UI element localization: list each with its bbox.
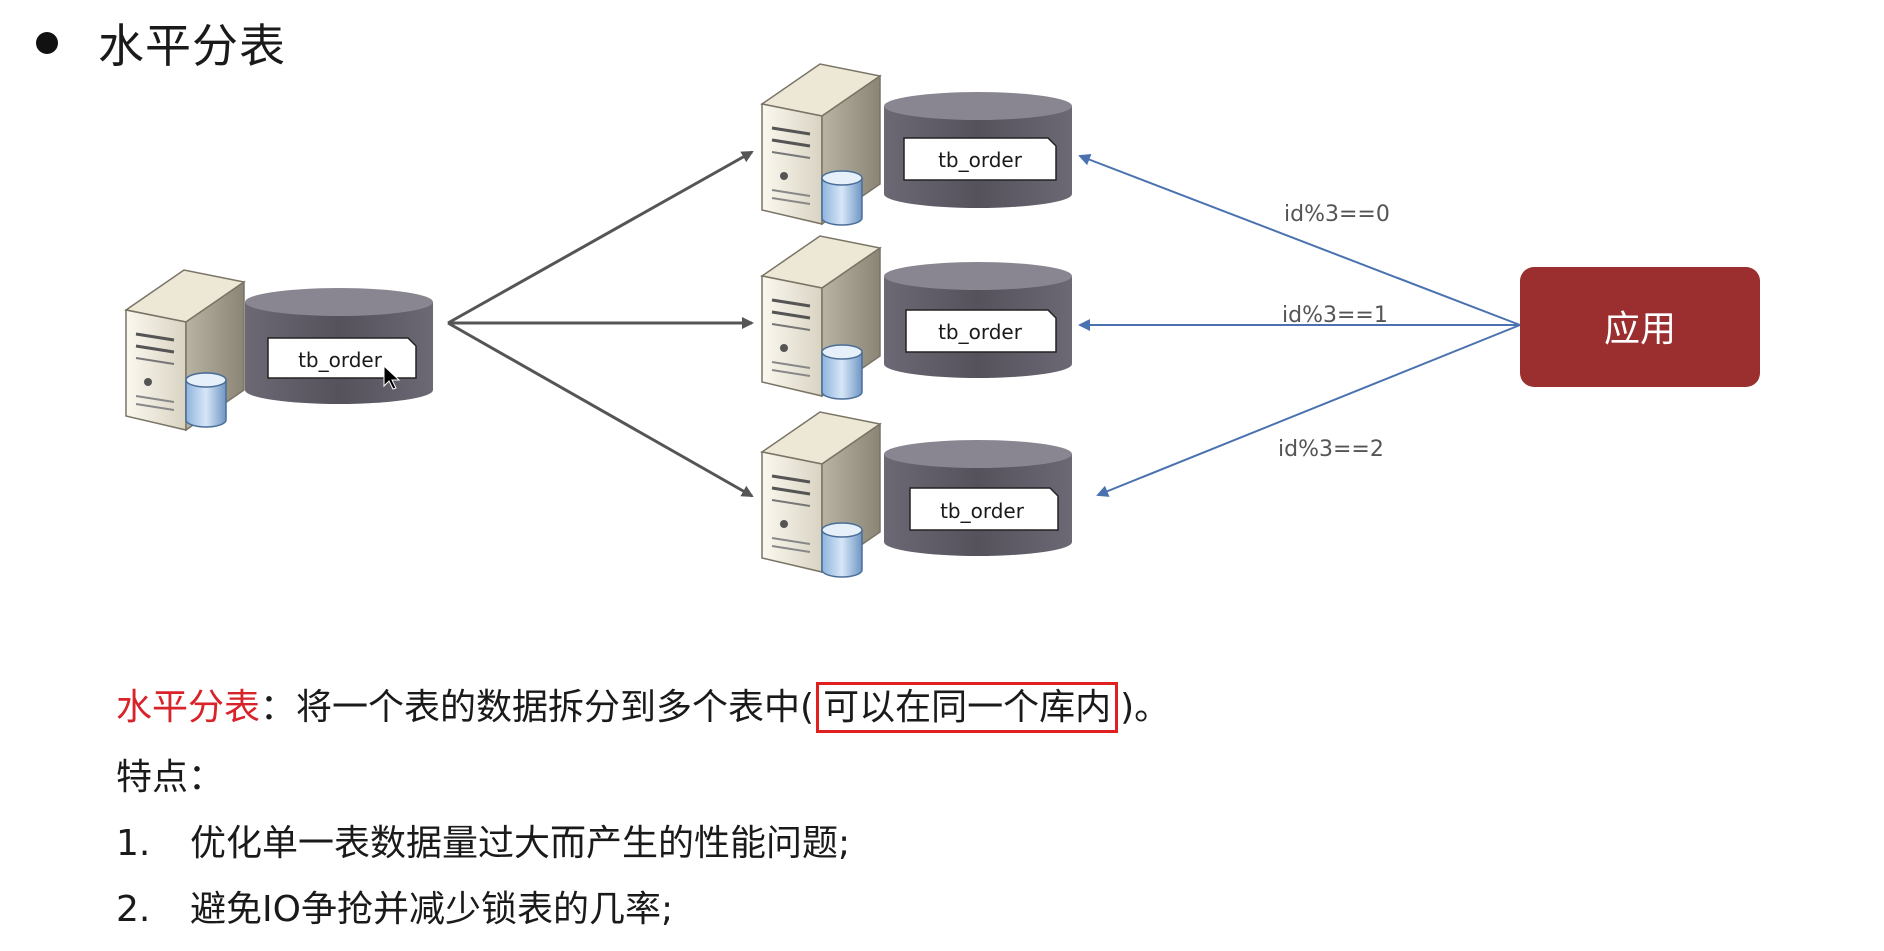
source-database-icon [245, 288, 433, 404]
condition-label-2: id%3==2 [1278, 437, 1384, 462]
route-arrow-2 [1096, 324, 1521, 497]
split-arrows [447, 150, 754, 498]
shard-server-icon-1 [760, 235, 882, 400]
app-box [1520, 267, 1760, 387]
definition-text-end: )。 [1120, 687, 1171, 728]
source-table-label: tb_order [298, 348, 383, 372]
mouse-cursor-icon [383, 364, 401, 390]
sharding-diagram: tb_order tb_order [124, 63, 1760, 578]
page-title: 水平分表 [98, 19, 286, 73]
definition-term: 水平分表 [116, 687, 261, 728]
feature-item-1: 1. 优化单一表数据量过大而产生的性能问题; [116, 814, 850, 866]
definition-line: 水平分表：将一个表的数据拆分到多个表中(可以在同一个库内)。 [116, 678, 1171, 733]
feature-text-2: 避免IO争抢并减少锁表的几率; [190, 889, 674, 930]
shard-table-label-1: tb_order [938, 320, 1023, 344]
feature-text-1: 优化单一表数据量过大而产生的性能问题; [190, 823, 851, 864]
source-server-icon [124, 269, 246, 432]
shard-server-icon-2 [760, 411, 882, 578]
features-label: 特点： [116, 757, 225, 798]
shard-database-icon-0 [884, 92, 1072, 208]
shard-table-label-0: tb_order [938, 148, 1023, 172]
definition-text: 将一个表的数据拆分到多个表中( [296, 687, 815, 728]
shard-database-icon-1 [884, 262, 1072, 378]
app-label: 应用 [1604, 309, 1676, 350]
condition-label-0: id%3==0 [1284, 202, 1390, 227]
heading: 水平分表 [36, 8, 286, 78]
route-arrow-0 [1078, 153, 1521, 326]
feature-item-2: 2. 避免IO争抢并减少锁表的几率; [116, 880, 673, 932]
bullet-icon [36, 32, 58, 54]
feature-number-2: 2. [116, 889, 151, 930]
highlight-box: 可以在同一个库内 [816, 682, 1119, 733]
shard-table-label-2: tb_order [940, 499, 1025, 523]
shard-server-icon-0 [760, 63, 882, 226]
condition-label-1: id%3==1 [1282, 303, 1388, 328]
definition-colon: ： [260, 687, 297, 728]
shard-database-icon-2 [884, 440, 1072, 556]
split-arrow-2 [447, 321, 754, 498]
feature-number-1: 1. [116, 823, 151, 864]
split-arrow-0 [447, 150, 754, 325]
route-arrows [1078, 153, 1521, 497]
